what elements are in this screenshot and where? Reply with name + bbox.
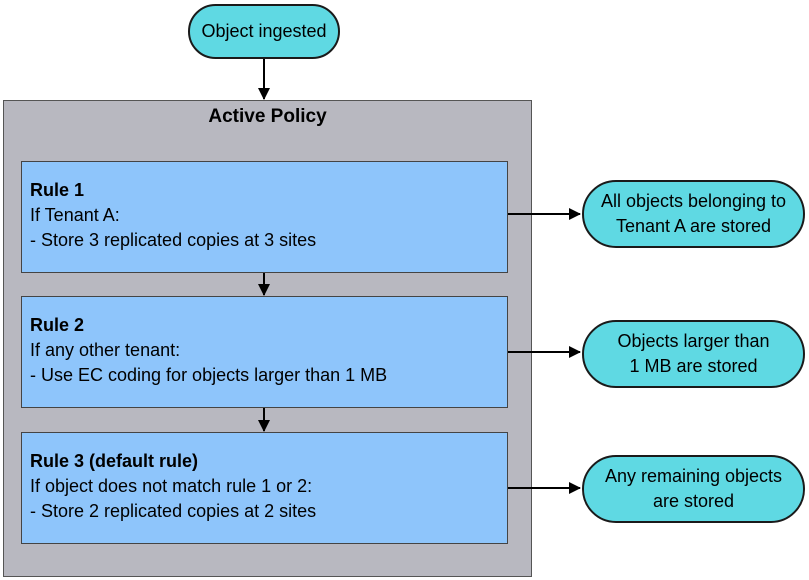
rule-1-title: Rule 1	[30, 180, 85, 200]
outcome-2-node: Objects larger than 1 MB are stored	[582, 320, 805, 388]
rule-1-box: Rule 1 If Tenant A: - Store 3 replicated…	[21, 161, 508, 273]
rule-2-action: - Use EC coding for objects larger than …	[30, 365, 388, 385]
outcome-2-line-1: Objects larger than	[617, 331, 770, 351]
rule-2-condition: If any other tenant:	[30, 340, 181, 360]
outcome-1-node: All objects belonging to Tenant A are st…	[582, 180, 805, 248]
start-node-object-ingested: Object ingested	[188, 4, 340, 59]
rule-3-condition: If object does not match rule 1 or 2:	[30, 476, 313, 496]
outcome-3-line-1: Any remaining objects	[604, 466, 783, 486]
rule-2-box: Rule 2 If any other tenant: - Use EC cod…	[21, 296, 508, 408]
outcome-2-line-2: 1 MB are stored	[629, 356, 758, 376]
start-node-label: Object ingested	[201, 21, 327, 41]
outcome-3-line-2: are stored	[652, 491, 735, 511]
outcome-3-node: Any remaining objects are stored	[582, 455, 805, 523]
rule-1-action: - Store 3 replicated copies at 3 sites	[30, 230, 317, 250]
rule-1-condition: If Tenant A:	[30, 205, 120, 225]
active-policy-title: Active Policy	[208, 106, 327, 127]
outcome-1-line-1: All objects belonging to	[600, 191, 787, 211]
outcome-1-line-2: Tenant A are stored	[615, 216, 772, 236]
rule-2-title: Rule 2	[30, 315, 85, 335]
rule-3-action: - Store 2 replicated copies at 2 sites	[30, 501, 317, 521]
rule-3-box: Rule 3 (default rule) If object does not…	[21, 432, 508, 544]
rule-3-title: Rule 3 (default rule)	[30, 451, 199, 471]
